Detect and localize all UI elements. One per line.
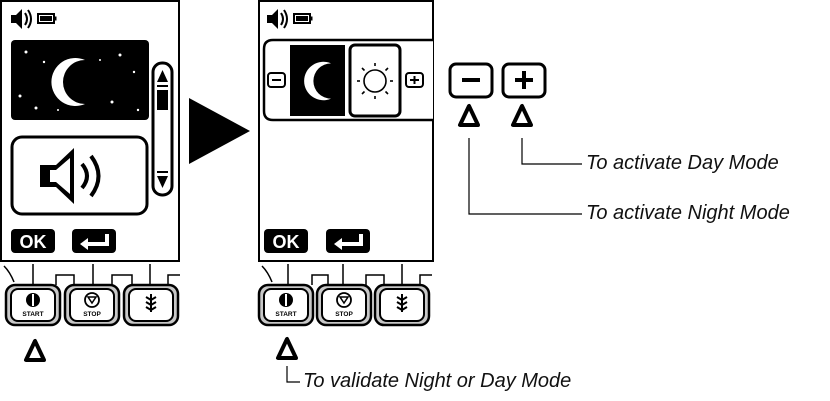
- plus-icon[interactable]: [405, 72, 424, 88]
- start-key[interactable]: START: [4, 283, 62, 327]
- start-label: START: [22, 311, 43, 318]
- scrollbar[interactable]: [151, 61, 174, 197]
- plus-key[interactable]: [501, 62, 547, 99]
- scroll-key[interactable]: [373, 283, 431, 327]
- day-mode-option[interactable]: [348, 43, 402, 118]
- ok-label: OK: [20, 232, 47, 252]
- night-mode-tile[interactable]: [11, 40, 149, 120]
- minus-pointer-icon: [458, 104, 480, 127]
- start-key[interactable]: START: [257, 283, 315, 327]
- left-start-pointer-icon: [24, 339, 46, 362]
- minus-key[interactable]: [448, 62, 494, 99]
- ok-softkey[interactable]: OK: [11, 229, 55, 253]
- stop-key[interactable]: STOP: [315, 283, 373, 327]
- mode-selector: [262, 38, 433, 122]
- day-mode-sun-icon: [357, 63, 393, 99]
- back-softkey[interactable]: [326, 229, 370, 253]
- triple-chevron-down-icon: [396, 294, 408, 312]
- ok-label: OK: [273, 232, 300, 252]
- scrollbar-thumb[interactable]: [157, 90, 168, 110]
- left-keypad: START STOP: [3, 264, 180, 327]
- night-mode-callout-line: [468, 138, 582, 215]
- stop-label: STOP: [83, 311, 101, 318]
- stop-label: STOP: [335, 311, 353, 318]
- validate-annotation: To validate Night or Day Mode: [303, 370, 572, 392]
- minus-icon[interactable]: [267, 72, 286, 88]
- scroll-key[interactable]: [122, 283, 180, 327]
- day-mode-annotation: To activate Day Mode: [586, 152, 779, 174]
- plus-pointer-icon: [511, 104, 533, 127]
- right-start-pointer-icon: [276, 337, 298, 360]
- validate-callout-line: [286, 366, 300, 383]
- day-mode-callout-line: [521, 138, 582, 165]
- night-mode-option[interactable]: [290, 45, 345, 116]
- transition-arrow-icon: [189, 98, 250, 164]
- stop-key[interactable]: STOP: [63, 283, 121, 327]
- sound-tile[interactable]: [10, 135, 149, 216]
- back-softkey[interactable]: [72, 229, 116, 253]
- start-label: START: [275, 311, 296, 318]
- triple-chevron-down-icon: [145, 294, 157, 312]
- sound-speaker-icon: [40, 148, 101, 204]
- left-device-screen: OK: [0, 0, 180, 262]
- stars-icon: [18, 50, 140, 112]
- right-keypad: START STOP: [257, 264, 432, 327]
- callout-lines: [286, 138, 582, 383]
- night-mode-annotation: To activate Night Mode: [586, 202, 790, 224]
- ok-softkey[interactable]: OK: [264, 229, 308, 253]
- right-device-screen: OK: [258, 0, 434, 262]
